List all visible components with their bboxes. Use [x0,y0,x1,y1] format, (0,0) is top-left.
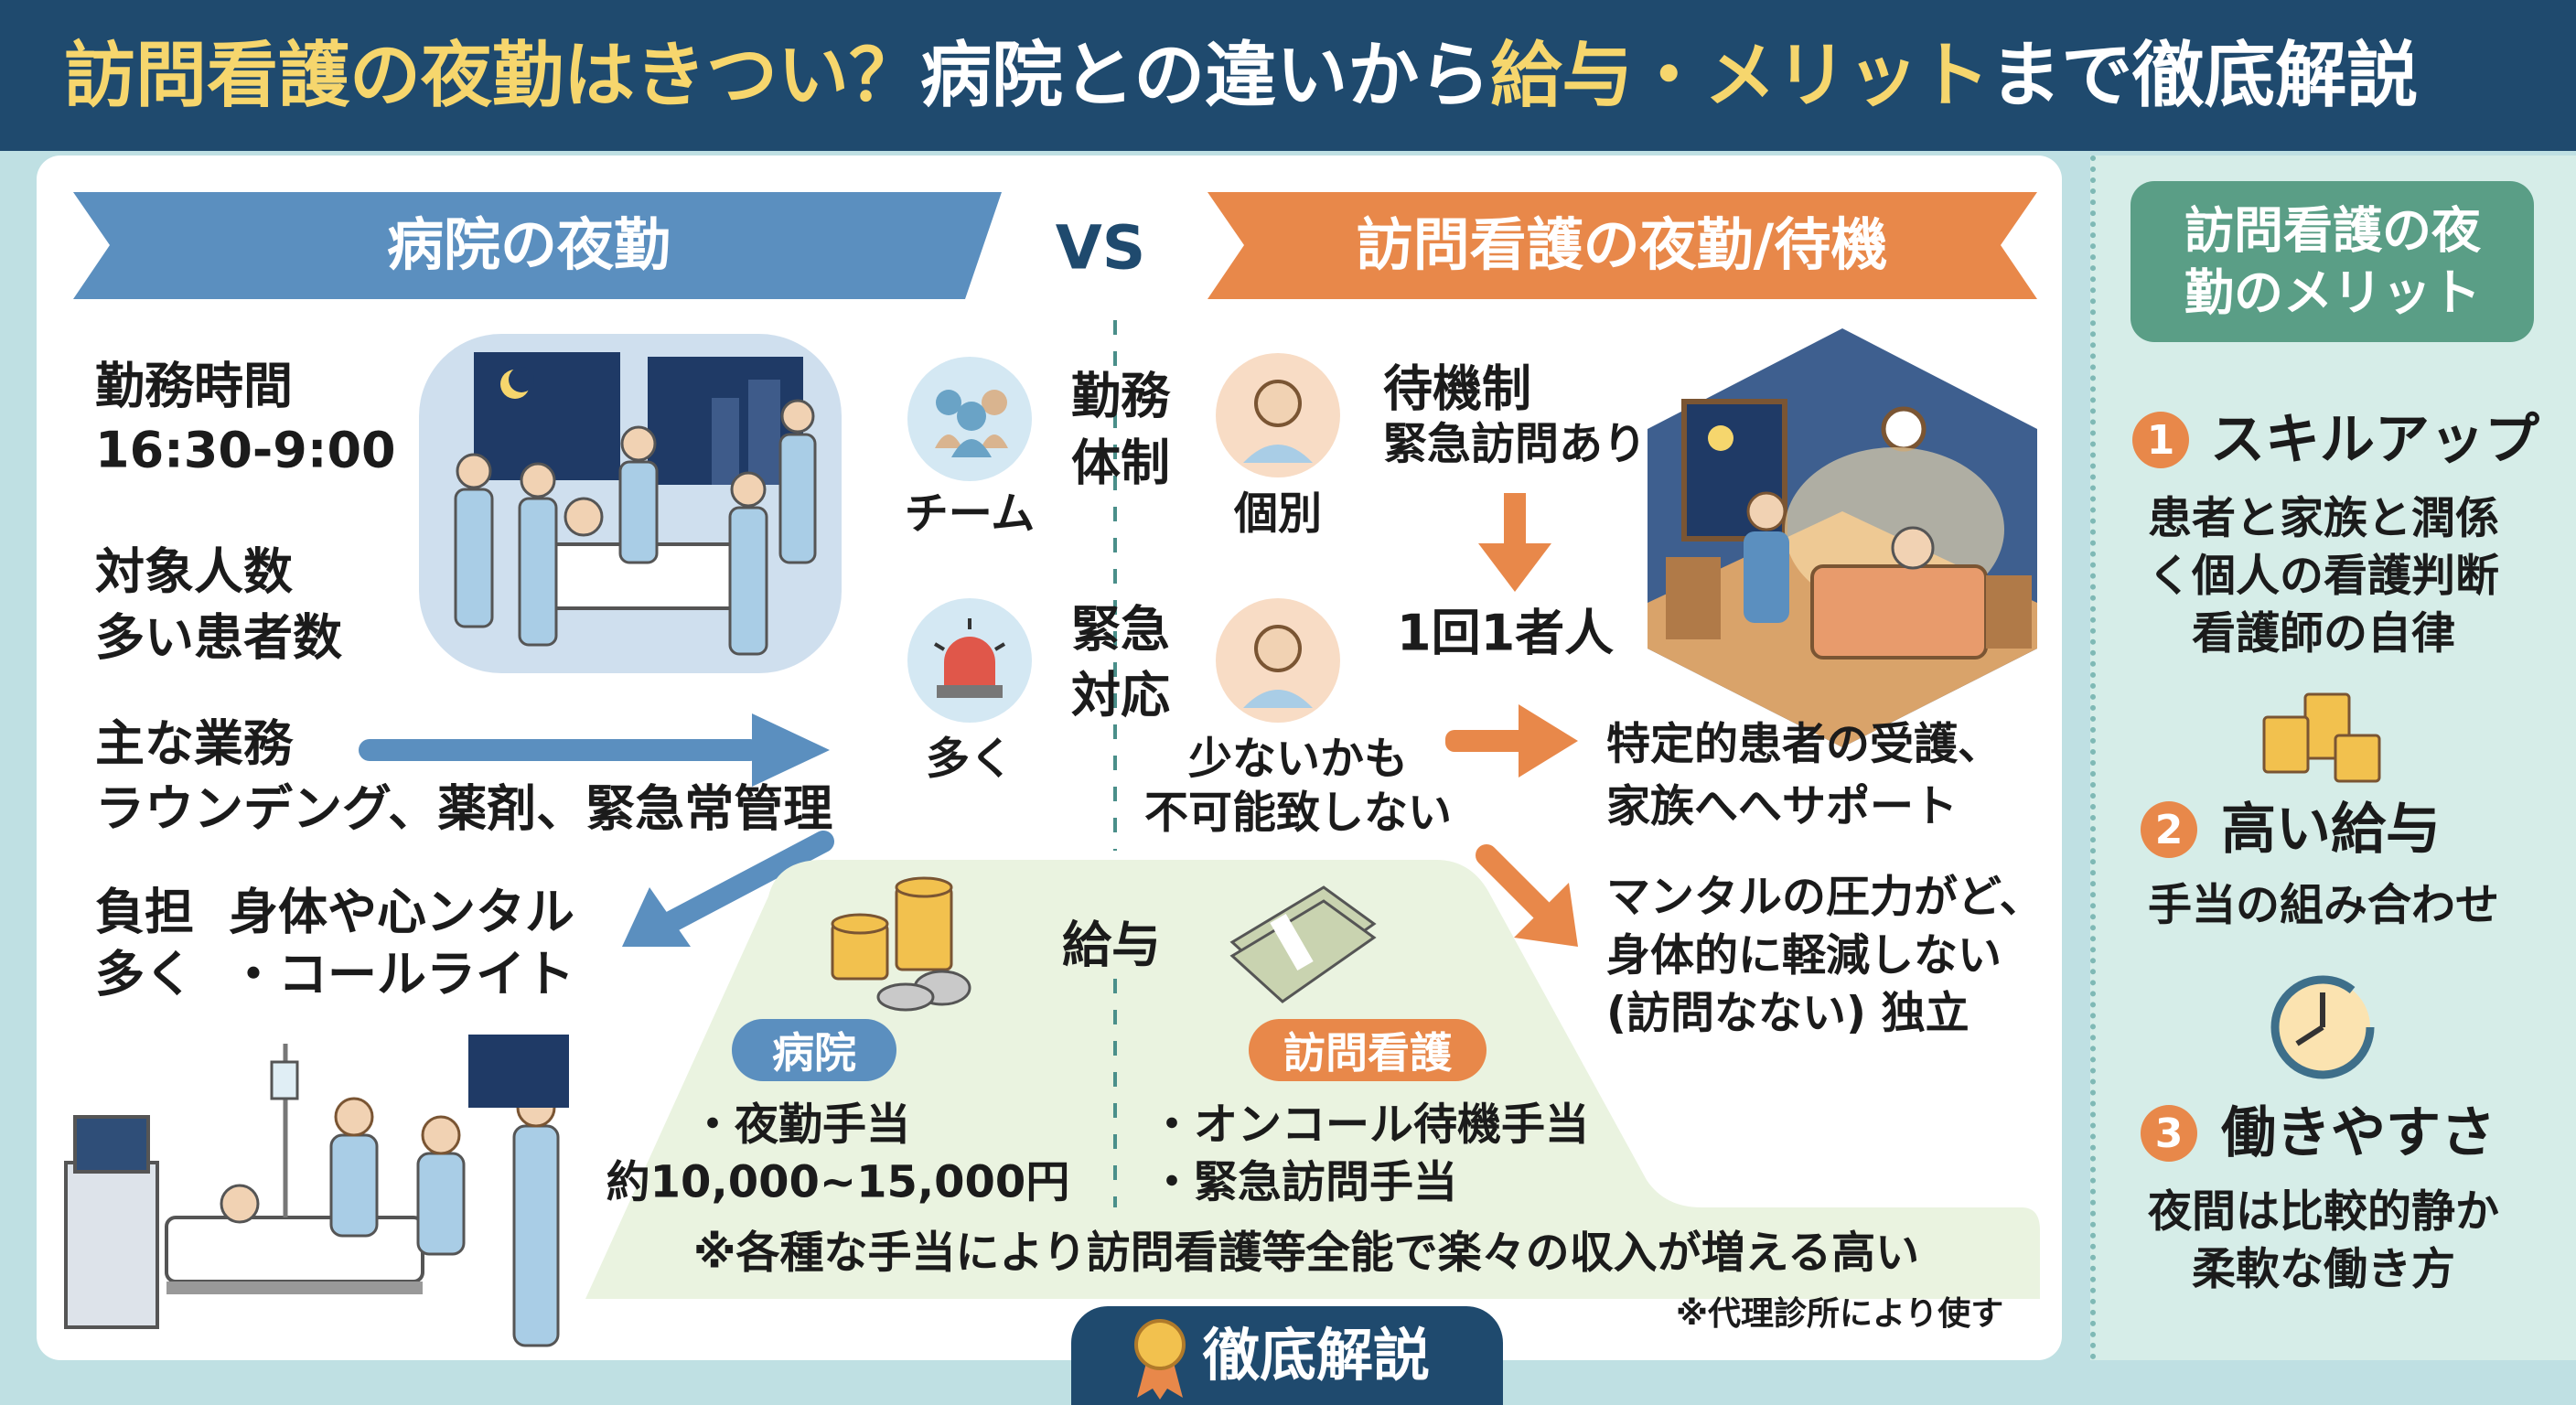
visit-banner-label: 訪問看護の夜勤/待機 [1356,210,1888,278]
title-part-3: 給与・メリット [1490,35,1991,118]
patients-label: 対象人数 [95,542,293,601]
merit-title-2: 高い給与 [2221,798,2441,862]
title-bar [0,0,2576,151]
merit-2-line-1: 手当の組み合わせ [2147,879,2500,931]
merits-heading-box [2131,181,2534,342]
system-label-2: 体制 [1071,434,1170,492]
hospital-ward-illustration [419,334,842,673]
visit-banner [1208,192,2037,299]
merit-title-1: スキルアップ [2210,408,2539,472]
merit-number-1: 1 [2132,412,2189,468]
ratio-label: 1回1者人 [1397,604,1615,662]
merit-1-line-3: 看護師の自律 [2191,607,2456,660]
hospital-allowance: ・夜勤手当 [691,1099,911,1151]
support-line-2: 家族へへサポート [1606,780,1959,832]
summary-badge-label: 徹底解説 [1203,1321,1431,1389]
visit-allowance-1: ・オンコール待機手当 [1150,1099,1590,1151]
burden-label-2: 多く [95,945,194,1003]
support-line-1: 特定的患者の受護、 [1606,718,2002,770]
emergency-label-2: 対応 [1071,666,1170,724]
burden-value-2: ・コールライト [229,945,574,1003]
hospital-tag: 病院 [732,1019,896,1081]
hospital-emergency-label: 多く [925,733,1014,785]
standby-sub: 緊急訪問あり [1383,418,1648,470]
cash-bundle-icon [1229,885,1377,1003]
hospital-system-label: チーム [904,488,1036,540]
merit-1-line-1: 患者と家族と潤係 [2147,492,2500,544]
burden-label: 負担 [95,883,194,941]
visit-emergency-1: 少ないかも [1187,733,1409,785]
home-visit-illustration [1648,328,2037,747]
visit-system-label: 個別 [1233,488,1323,540]
standby-title: 待機制 [1383,359,1531,418]
patients-value: 多い患者数 [95,608,342,667]
hospital-banner [73,192,1002,299]
coin-stack-icon [831,876,971,1012]
nurse-icon [1216,353,1340,477]
pressure-line-3: (訪問なない) 独立 [1606,987,1970,1039]
pressure-line-1: マンタルの圧力がど、 [1606,871,2044,923]
hospital-amount: 約10,000~15,000円 [606,1156,1070,1208]
title-part-1: 訪問看護の夜勤はきつい？ [64,35,921,118]
title-part-4: まで徹底解説 [1990,35,2419,118]
merits-heading-1: 訪問看護の夜 [2184,201,2481,260]
salary-divider [1113,979,1117,1207]
nurse-icon [1216,598,1340,723]
hours-value: 16:30-9:00 [95,421,396,479]
salary-heading: 給与 [1062,916,1161,974]
team-icon [907,357,1032,481]
divider-line [1113,320,1117,851]
alarm-icon [907,598,1032,723]
ward-bed-illustration [64,1035,569,1347]
title-part-2: 病院との違いから [920,35,1491,118]
merit-number-3: 3 [2141,1105,2197,1162]
blue-diagonal-arrow [622,831,834,947]
footnote: ※代理診所により使す [1676,1295,2004,1334]
hospital-banner-label: 病院の夜勤 [386,210,671,278]
merit-number-2: 2 [2141,801,2197,858]
page-title: 訪問看護の夜勤はきつい？病院との違いから給与・メリットまで徹底解説 [64,35,2419,118]
system-label-1: 勤務 [1071,367,1170,425]
clock-icon [2270,975,2375,1079]
merits-heading-2: 勤のメリット [2184,263,2481,322]
merit-1-line-2: く個人の看護判断 [2147,550,2500,602]
merit-3-line-1: 夜間は比較的静か [2147,1185,2500,1238]
visit-allowance-2: ・緊急訪問手当 [1150,1156,1458,1208]
orange-right-arrow [1445,704,1578,778]
merit-title-3: 働きやすさ [2221,1101,2496,1165]
duties-value: ラウンデング、薬剤、緊急常管理 [95,779,833,838]
burden-value: 身体や心ンタル [229,883,574,941]
orange-down-arrow [1478,493,1551,592]
visit-emergency-2: 不可能致しない [1143,787,1453,839]
hours-label: 勤務時間 [95,357,293,415]
merit-3-line-2: 柔軟な働き方 [2191,1243,2456,1295]
blue-right-arrow [359,713,830,787]
duties-label: 主な業務 [95,714,293,773]
orange-diagonal-arrow [1476,844,1578,947]
salary-note: ※各種な手当により訪問看護等全能で楽々の収入が増える高い [692,1227,1920,1279]
coins-icon [2262,692,2381,783]
pressure-line-2: 身体的に軽減しない [1606,929,2002,981]
medal-icon [1134,1319,1186,1400]
emergency-label-1: 緊急 [1071,600,1170,659]
visit-tag: 訪問看護 [1249,1019,1487,1081]
vs-label: VS [1055,212,1146,284]
